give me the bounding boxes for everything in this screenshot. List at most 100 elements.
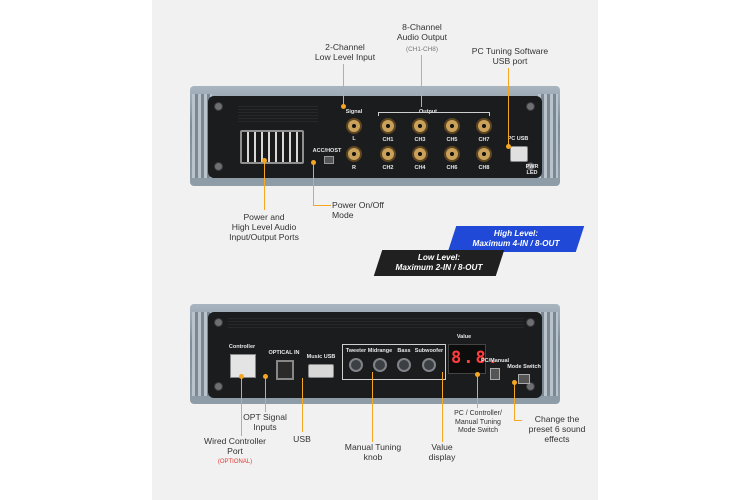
leader-dot <box>263 374 268 379</box>
output-ch3-jack[interactable] <box>412 118 428 134</box>
top-amplifier-chassis: ACC/HOST Signal L R Output CH1 CH3 CH5 C… <box>190 86 560 186</box>
left-heatsink-fins <box>192 312 212 396</box>
screw <box>214 382 223 391</box>
tweeter-label: Tweeter <box>345 348 367 354</box>
callout-opt-inputs: OPT Signal Inputs <box>243 412 287 432</box>
music-usb-port[interactable] <box>308 364 334 378</box>
leader-dot <box>239 374 244 379</box>
subwoofer-knob[interactable] <box>422 358 436 372</box>
output-ch5-jack[interactable] <box>444 118 460 134</box>
top-face-plate: ACC/HOST Signal L R Output CH1 CH3 CH5 C… <box>208 96 542 178</box>
leader-line <box>421 55 422 107</box>
ch6-label: CH6 <box>446 165 458 171</box>
ch5-label: CH5 <box>446 137 458 143</box>
leader-line <box>508 68 509 146</box>
right-heatsink-fins <box>538 94 558 178</box>
leader-dot <box>311 160 316 165</box>
screw <box>526 162 535 171</box>
knob-bracket <box>342 344 446 380</box>
subwoofer-label: Subwoofer <box>414 348 444 354</box>
midrange-label: Midrange <box>367 348 393 354</box>
mode-switch-button[interactable] <box>518 374 530 384</box>
screw <box>526 102 535 111</box>
right-heatsink-fins <box>538 312 558 396</box>
high-level-banner-text: High Level: Maximum 4-IN / 8-OUT <box>472 229 560 248</box>
pc-manual-label: PC/Manual <box>480 358 510 364</box>
ch7-label: CH7 <box>478 137 490 143</box>
optical-in-label: OPTICAL IN <box>268 350 300 356</box>
input-l-label: L <box>352 136 356 142</box>
leader-line <box>442 372 443 442</box>
leader-line <box>265 378 266 412</box>
pc-usb-label: PC USB <box>507 136 529 142</box>
ch8-label: CH8 <box>478 165 490 171</box>
leader-line <box>477 376 478 408</box>
power-connector[interactable] <box>240 130 304 164</box>
screw <box>214 318 223 327</box>
output-bracket <box>378 112 490 116</box>
low-level-banner-text: Low Level: Maximum 2-IN / 8-OUT <box>395 253 483 272</box>
leader-line <box>313 164 314 206</box>
callout-audio-output: 8-Channel Audio Output <box>396 22 448 42</box>
leader-line <box>241 378 242 436</box>
output-ch6-jack[interactable] <box>444 146 460 162</box>
callout-usb: USB <box>293 434 311 444</box>
acc-host-switch[interactable] <box>324 156 334 164</box>
ch2-label: CH2 <box>382 165 394 171</box>
output-ch4-jack[interactable] <box>412 146 428 162</box>
leader-dot <box>341 104 346 109</box>
signal-label: Signal <box>345 109 363 115</box>
vent-grille <box>228 316 524 328</box>
screw <box>214 162 223 171</box>
value-display-digits: 8.8. <box>451 348 500 368</box>
callout-wired-controller-sub: (OPTIONAL) <box>217 459 253 465</box>
value-display <box>448 344 486 374</box>
callout-preset: Change the preset 6 sound effects <box>528 414 586 444</box>
bottom-amplifier-chassis: Controller OPTICAL IN Music USB Tweeter … <box>190 304 560 404</box>
mode-switch-label: Mode Switch <box>507 364 541 370</box>
controller-label: Controller <box>228 344 256 350</box>
pwr-led-label: PWR LED <box>525 164 539 176</box>
input-l-jack[interactable] <box>346 118 362 134</box>
leader-line <box>343 64 344 108</box>
callout-value-display: Value display <box>428 442 456 462</box>
leader-line <box>302 378 303 432</box>
output-ch8-jack[interactable] <box>476 146 492 162</box>
callout-pc-switch: PC / Controller/ Manual Tuning Mode Swit… <box>454 410 502 435</box>
bass-knob[interactable] <box>397 358 411 372</box>
ch4-label: CH4 <box>414 165 426 171</box>
midrange-knob[interactable] <box>373 358 387 372</box>
leader-dot <box>512 380 517 385</box>
callout-power-ports: Power and High Level Audio Input/Output … <box>229 212 299 242</box>
callout-wired-controller: Wired Controller Port <box>203 436 267 456</box>
output-ch2-jack[interactable] <box>380 146 396 162</box>
output-ch1-jack[interactable] <box>380 118 396 134</box>
ch3-label: CH3 <box>414 137 426 143</box>
value-label: Value <box>456 334 472 340</box>
output-ch7-jack[interactable] <box>476 118 492 134</box>
leader-line <box>514 420 522 421</box>
optical-in-port[interactable] <box>276 360 294 380</box>
screw <box>526 318 535 327</box>
pc-usb-port[interactable] <box>510 146 528 162</box>
acc-host-label: ACC/HOST <box>312 148 342 154</box>
bass-label: Bass <box>397 348 411 354</box>
leader-line <box>264 162 265 210</box>
callout-audio-output-sub: (CH1-CH8) <box>406 46 438 53</box>
screw <box>214 102 223 111</box>
pc-manual-switch[interactable] <box>490 368 500 380</box>
leader-line <box>514 384 515 420</box>
leader-dot <box>506 144 511 149</box>
tweeter-knob[interactable] <box>349 358 363 372</box>
leader-line <box>313 205 331 206</box>
callout-pc-usb: PC Tuning Software USB port <box>471 46 549 66</box>
leader-dot <box>262 158 267 163</box>
bottom-face-plate: Controller OPTICAL IN Music USB Tweeter … <box>208 312 542 398</box>
callout-power-mode: Power On/Off Mode <box>332 200 384 220</box>
leader-line <box>372 372 373 442</box>
input-r-jack[interactable] <box>346 146 362 162</box>
input-r-label: R <box>352 165 356 171</box>
vent-grille <box>238 104 318 124</box>
screw <box>526 382 535 391</box>
